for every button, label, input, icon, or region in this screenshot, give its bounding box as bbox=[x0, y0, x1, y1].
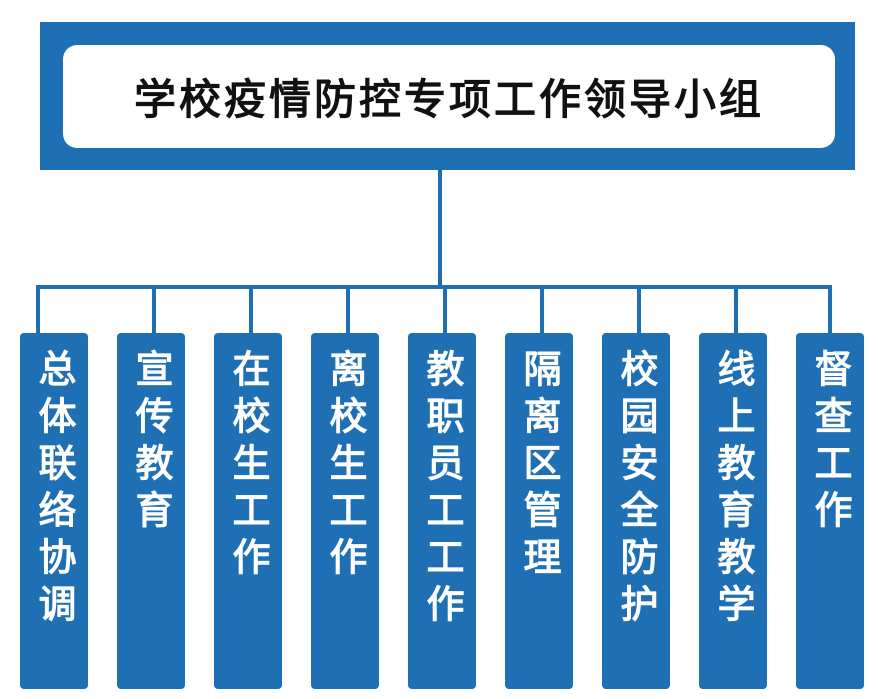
sub-group-label: 离校生工作 bbox=[323, 349, 367, 584]
sub-group-box: 校园安全防护 bbox=[602, 333, 670, 689]
leader-group-title-panel: 学校疫情防控专项工作领导小组 bbox=[63, 45, 835, 148]
leader-group-title: 学校疫情防控专项工作领导小组 bbox=[133, 75, 764, 124]
sub-group-label: 线上教育教学 bbox=[711, 349, 755, 631]
sub-group-label: 教职员工工作 bbox=[420, 349, 464, 631]
branch-connector bbox=[828, 287, 832, 334]
branch-connector bbox=[443, 287, 447, 334]
sub-group-box: 督查工作 bbox=[796, 333, 864, 689]
sub-group-box: 教职员工工作 bbox=[408, 333, 476, 689]
sub-group-label: 在校生工作 bbox=[226, 349, 270, 584]
branch-connector bbox=[540, 287, 544, 334]
sub-group-box: 离校生工作 bbox=[311, 333, 379, 689]
sub-group-label: 宣传教育 bbox=[129, 349, 173, 537]
sub-group-label: 总体联络协调 bbox=[32, 349, 76, 631]
trunk-connector bbox=[438, 170, 442, 289]
branch-connector bbox=[152, 287, 156, 334]
sub-group-box: 总体联络协调 bbox=[20, 333, 88, 689]
branch-connector bbox=[637, 287, 641, 334]
sub-group-box: 线上教育教学 bbox=[699, 333, 767, 689]
horizontal-connector bbox=[36, 285, 832, 289]
branch-connector bbox=[346, 287, 350, 334]
sub-group-box: 隔离区管理 bbox=[505, 333, 573, 689]
sub-group-label: 督查工作 bbox=[808, 349, 852, 537]
branch-connector bbox=[734, 287, 738, 334]
branch-connector bbox=[249, 287, 253, 334]
branch-connector bbox=[36, 287, 40, 334]
sub-group-box: 在校生工作 bbox=[214, 333, 282, 689]
sub-group-box: 宣传教育 bbox=[117, 333, 185, 689]
sub-group-label: 隔离区管理 bbox=[517, 349, 561, 584]
leader-group-box: 学校疫情防控专项工作领导小组 bbox=[40, 22, 855, 170]
sub-group-label: 校园安全防护 bbox=[614, 349, 658, 631]
